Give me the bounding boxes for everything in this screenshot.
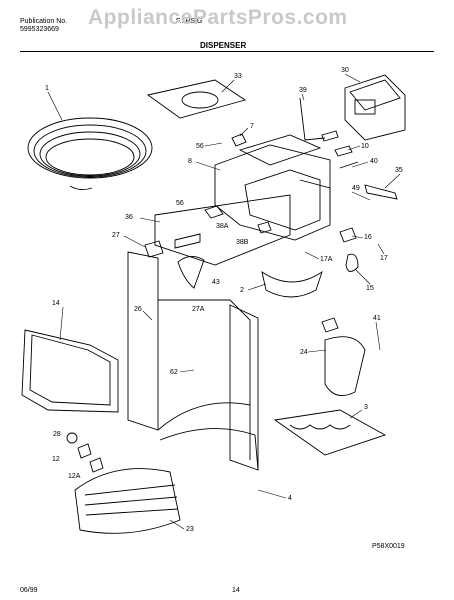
dispenser-housing (214, 134, 331, 241)
callout-24: 24 (300, 349, 308, 356)
header-rule (20, 51, 434, 52)
cover-plate (154, 194, 291, 266)
callout-38a: 38A (216, 223, 229, 230)
display-panel (21, 329, 119, 413)
callout-16: 16 (364, 234, 372, 241)
callout-56: 56 (196, 143, 204, 150)
section-title: DISPENSER (200, 41, 247, 50)
wire-harness (299, 97, 326, 141)
lever (177, 256, 205, 289)
solenoid-module (344, 74, 406, 141)
callout-8: 8 (188, 158, 192, 165)
callout-4: 4 (288, 495, 292, 502)
callout-49: 49 (352, 185, 360, 192)
callout-28: 28 (53, 431, 61, 438)
callout-12a: 12A (68, 473, 81, 480)
drip-tray (74, 468, 181, 534)
callout-17: 17 (380, 255, 388, 262)
callout-56b: 56 (176, 200, 184, 207)
actuator-rod (364, 184, 398, 200)
callout-30: 30 (341, 67, 349, 74)
callout-38b: 38B (236, 239, 249, 246)
callout-1: 1 (45, 85, 49, 92)
model-number: F...RS.G (176, 18, 203, 25)
bracket (231, 133, 247, 147)
callout-43: 43 (212, 279, 220, 286)
dispenser-lever (324, 336, 366, 397)
leader-lines (47, 73, 401, 530)
switch-16 (339, 227, 357, 243)
front-frame (127, 251, 259, 471)
lamp-bulb (345, 253, 359, 272)
callout-27: 27 (112, 232, 120, 239)
callout-26: 26 (134, 306, 142, 313)
ice-chute (261, 270, 323, 298)
callout-62: 62 (170, 369, 178, 376)
diagram-code: P58X0019 (372, 543, 405, 550)
clip-28 (66, 432, 78, 444)
publication-number: 5995323669 (20, 26, 59, 33)
callout-2: 2 (240, 287, 244, 294)
callout-27a: 27A (192, 306, 205, 313)
callout-36: 36 (125, 214, 133, 221)
callout-33: 33 (234, 73, 242, 80)
callout-35: 35 (395, 167, 403, 174)
callout-39: 39 (299, 87, 307, 94)
callout-23: 23 (186, 526, 194, 533)
clip-12 (77, 443, 92, 459)
callout-15: 15 (366, 285, 374, 292)
mounting-plate (146, 79, 247, 119)
watermark: AppliancePartsPros.com (88, 6, 348, 29)
callout-14: 14 (52, 300, 60, 307)
footer-date: 06/99 (20, 587, 38, 594)
parts-drawing (21, 74, 406, 534)
callout-17a: 17A (320, 256, 333, 263)
actuator-27 (144, 240, 164, 258)
callout-labels: 1 33 30 39 7 56 10 8 40 35 49 56 36 38A … (45, 67, 403, 533)
clip-12a (89, 457, 104, 473)
callout-10: 10 (361, 143, 369, 150)
footer-page: 14 (232, 587, 240, 594)
heater-element (273, 409, 387, 456)
callout-40: 40 (370, 158, 378, 165)
callout-41: 41 (373, 315, 381, 322)
switch (334, 145, 353, 157)
callout-7: 7 (250, 123, 254, 130)
callout-3: 3 (364, 404, 368, 411)
tubing-coil (27, 117, 153, 191)
callout-12: 12 (52, 456, 60, 463)
publication-label: Publication No. (20, 18, 68, 25)
